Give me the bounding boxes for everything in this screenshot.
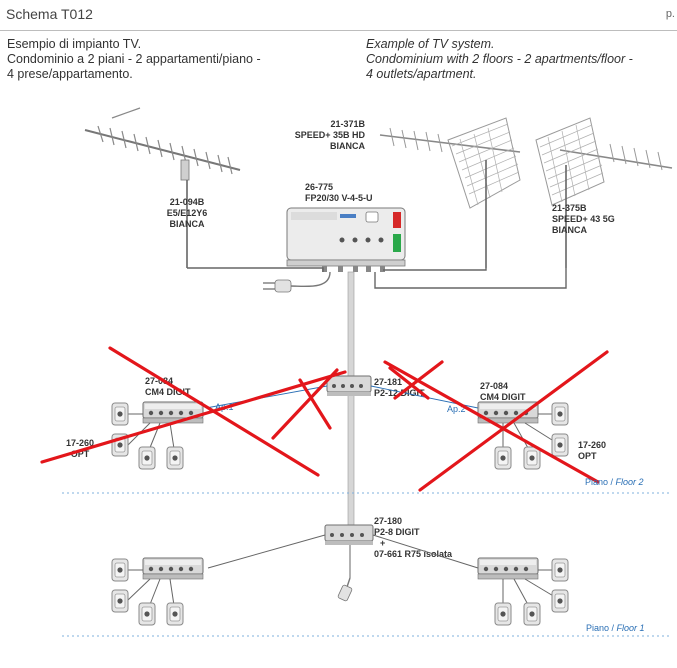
ap2-label: Ap.2 [447,404,466,414]
outlet-icon [138,446,156,470]
floor2-splitter [326,375,372,396]
description-line: Example of TV system. [366,37,495,51]
antenna-mid-model: SPEED+ 35B HD [295,130,366,140]
cross-out-marks [40,346,609,492]
outlet-icon [494,446,512,470]
page-number: p. [665,8,675,20]
antenna-right-color: BIANCA [552,225,587,235]
outlet-icon [166,602,184,626]
amplifier-device [286,207,406,272]
antenna-mid-color: BIANCA [330,141,365,151]
antenna-left-color: BIANCA [170,219,205,229]
terminator-plug [337,577,353,602]
panel-antenna-mid [379,117,521,268]
floor1-right-module [477,557,539,580]
floor2-left-module [142,401,204,424]
description-english: Example of TV system. Condominium with 2… [366,37,677,82]
antenna-left-model: E5/E12Y6 [167,208,208,218]
floor2-right-module-model: CM4 DIGIT [480,392,526,402]
outlet-icon [166,446,184,470]
description-line: Esempio di impianto TV. [7,37,142,51]
floor2-left-outlet-code: 17-260 [66,438,94,448]
floor2-left-module-code: 27-084 [145,376,173,386]
outlet-icon [138,602,156,626]
description-line: 4 outlets/apartment. [366,67,477,81]
description-line: Condominio a 2 piani - 2 appartamenti/pi… [7,52,261,66]
floor1-terminator-label: 07-661 R75 isolata [374,549,453,559]
amplifier-code: 26-775 [305,182,333,192]
floor2-splitter-code: 27-181 [374,377,402,387]
description-italian: Esempio di impianto TV. Condominio a 2 p… [7,37,327,82]
description-line: Condominium with 2 floors - 2 apartments… [366,52,633,66]
floor1-splitter-plus: + [380,538,385,548]
power-plug [263,271,331,293]
outlet-icon [551,558,569,582]
outlet-icon [551,589,569,613]
panel-antenna-right [535,117,673,268]
outlet-icon [523,602,541,626]
outlet-icon [523,446,541,470]
floor2-label: Piano / Floor 2 [585,477,644,487]
outlet-icon [551,402,569,426]
floor1-splitter-model: P2-8 DIGIT [374,527,420,537]
antenna-right-model: SPEED+ 43 5G [552,214,615,224]
amplifier-model: FP20/30 V-4-5-U [305,193,373,203]
floor2-right-outlet-model: OPT [578,451,597,461]
floor2-right-outlet-code: 17-260 [578,440,606,450]
outlet-icon [111,402,129,426]
antenna-cables [187,267,567,289]
antenna-left-code: 21-094B [170,197,205,207]
floor2-left-module-model: CM4 DIGIT [145,387,191,397]
floor1-label: Piano / Floor 1 [586,623,645,633]
floor1-left-module [142,557,204,580]
outlet-icon [111,589,129,613]
outlet-icon [494,602,512,626]
header-bar: Schema T012 p. [0,0,677,31]
page-title: Schema T012 [6,6,93,22]
antenna-mid-code: 21-371B [330,119,365,129]
floor1-splitter-code: 27-180 [374,516,402,526]
floor1-cables [207,534,479,578]
outlet-icon [111,558,129,582]
antenna-right-code: 21-375B [552,203,587,213]
floor2-left-outlet-model: OPT [71,449,90,459]
outlet-icon [551,433,569,457]
yagi-antenna-left [84,107,241,268]
riser-cable [347,271,355,535]
floor1-splitter [324,524,374,545]
description-line: 4 prese/appartamento. [7,67,133,81]
floor2-right-module-code: 27-084 [480,381,508,391]
